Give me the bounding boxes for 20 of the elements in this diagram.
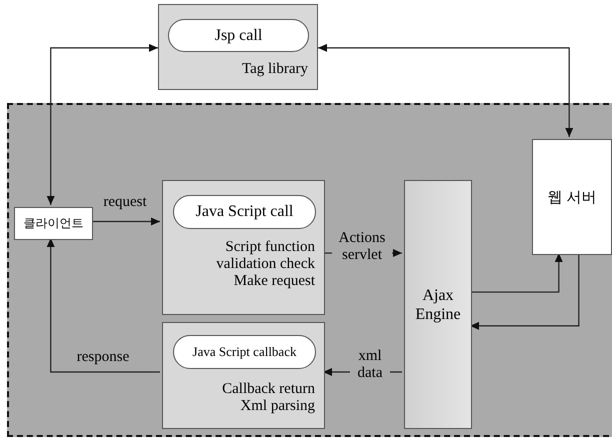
arrow xyxy=(46,238,160,373)
description-text: Tag library xyxy=(242,61,308,78)
pill-label: Java Script call xyxy=(173,195,316,229)
component-box xyxy=(162,322,325,429)
pill-label: Java Script callback xyxy=(173,335,316,369)
dashed-region xyxy=(7,103,612,437)
component-box xyxy=(162,180,325,315)
server-box: 웹 서버 xyxy=(532,139,612,255)
arrow xyxy=(323,368,402,376)
client-box: 클라이언트 xyxy=(14,207,93,240)
description-text: Callback return Xml parsing xyxy=(221,381,315,415)
arrow xyxy=(91,218,160,226)
pill-label: Jsp call xyxy=(168,19,309,52)
arrow xyxy=(470,253,563,293)
component-box xyxy=(158,4,318,90)
arrow xyxy=(470,253,580,330)
arrow xyxy=(318,44,574,137)
arrow xyxy=(46,44,158,205)
description-text: Script function validation check Make request xyxy=(215,239,315,290)
engine-box: Ajax Engine xyxy=(404,180,472,429)
